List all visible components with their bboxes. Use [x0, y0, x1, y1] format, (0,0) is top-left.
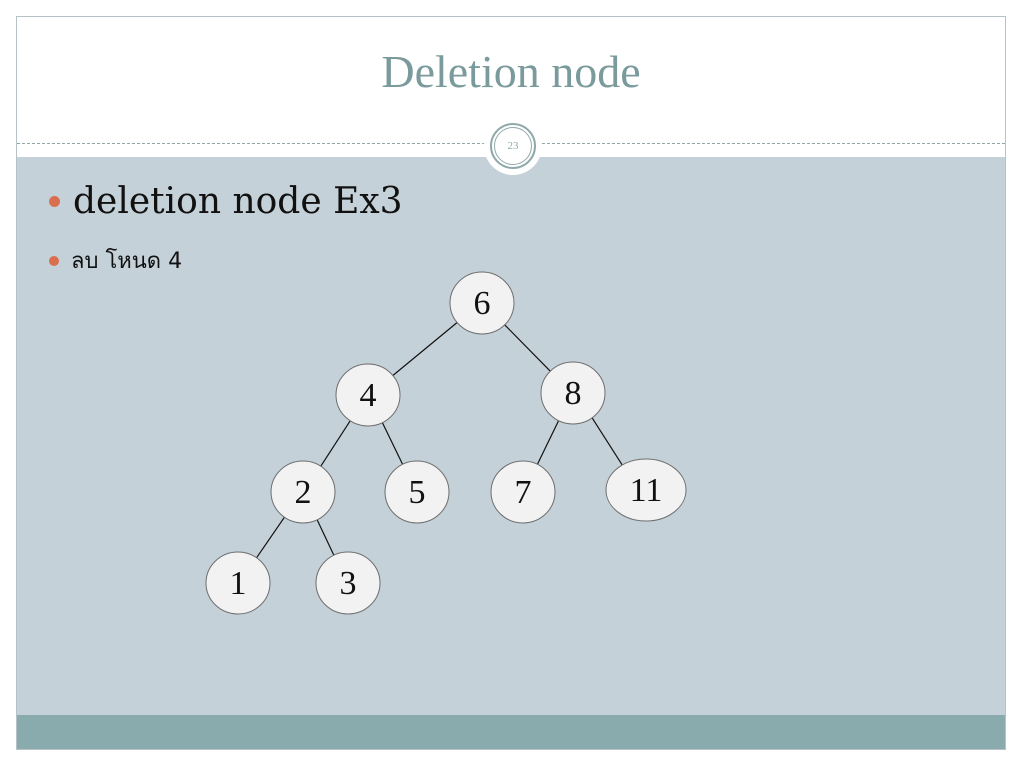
tree-node-circle [384, 460, 450, 524]
bullet-text: ลบ โหนด 4 [71, 249, 183, 274]
bullet-text: deletion node Ex3 [73, 181, 403, 222]
tree-node-4: 4 [335, 363, 401, 427]
page-number-badge: 23 [484, 117, 542, 175]
tree-node-label: 6 [474, 285, 491, 322]
tree-node-circle [490, 460, 556, 524]
tree-node-2: 2 [270, 460, 336, 524]
tree-edge-n2-n1 [255, 515, 286, 560]
bullet-dot-icon [49, 196, 60, 207]
slide-title: Deletion node [381, 46, 641, 97]
tree-node-label: 2 [295, 474, 312, 511]
tree-node-label: 7 [515, 474, 532, 511]
tree-node-7: 7 [490, 460, 556, 524]
tree-node-circle [605, 458, 687, 522]
tree-node-11: 11 [605, 458, 687, 522]
tree-node-5: 5 [384, 460, 450, 524]
tree-node-3: 3 [315, 551, 381, 615]
slide: Deletion node 23 deletion node Ex3 ลบ โห… [16, 16, 1006, 750]
bullet-item: ลบ โหนด 4 [49, 243, 182, 278]
tree-edge-n8-n11 [590, 416, 624, 467]
tree-node-circle [335, 363, 401, 427]
tree-node-circle [270, 460, 336, 524]
tree-node-circle [205, 551, 271, 615]
tree-node-label: 3 [340, 565, 357, 602]
tree-node-label: 11 [630, 472, 663, 509]
bullet-item: deletion node Ex3 [49, 181, 403, 222]
slide-content [17, 157, 1005, 716]
tree-node-circle [315, 551, 381, 615]
tree-node-8: 8 [540, 361, 606, 425]
tree-node-label: 1 [230, 565, 247, 602]
slide-footer-bar [17, 715, 1005, 749]
tree-edge-n4-n2 [319, 419, 352, 468]
bullet-dot-icon [49, 255, 59, 266]
tree-node-circle [449, 271, 515, 335]
tree-edge-n8-n7 [536, 419, 560, 466]
tree-node-1: 1 [205, 551, 271, 615]
tree-node-6: 6 [449, 271, 515, 335]
tree-edge-n6-n4 [391, 321, 459, 377]
tree-edge-n4-n5 [381, 421, 404, 466]
tree-node-circle [540, 361, 606, 425]
tree-edge-n2-n3 [315, 518, 336, 557]
tree-edge-n6-n8 [503, 323, 552, 373]
tree-node-label: 4 [360, 377, 377, 414]
tree-node-label: 5 [409, 474, 426, 511]
tree-edges [255, 321, 624, 560]
tree-node-label: 8 [565, 375, 582, 412]
page-number: 23 [494, 127, 532, 165]
